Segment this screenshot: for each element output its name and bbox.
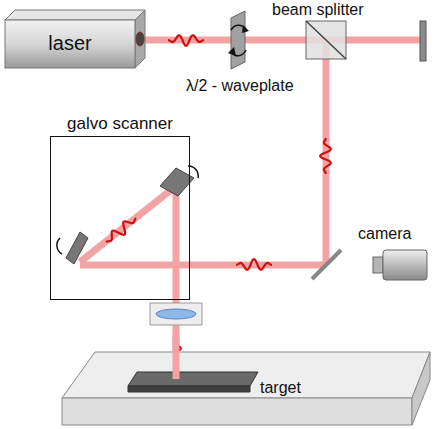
camera-symbol xyxy=(373,250,427,280)
wave-symbol xyxy=(168,35,204,46)
galvo-mirror xyxy=(160,168,194,196)
beam-splitter xyxy=(306,21,346,59)
laser-housing xyxy=(5,10,145,68)
laser-housing xyxy=(5,20,135,68)
beam-splitter xyxy=(306,21,346,59)
target-sample xyxy=(128,372,258,386)
laser-box: laser xyxy=(20,26,120,60)
lens xyxy=(150,303,202,325)
group-heading: galvo scanner xyxy=(50,114,190,134)
wave-symbol xyxy=(236,259,272,270)
lens-holder xyxy=(150,303,202,325)
laser-housing xyxy=(5,10,145,20)
stage-platform xyxy=(412,352,430,425)
mirror xyxy=(420,21,426,61)
scanner-box: galvo scanner xyxy=(50,114,190,300)
laser-beam xyxy=(173,335,180,379)
waveplate xyxy=(228,11,249,69)
waveplate xyxy=(231,11,245,69)
mirror xyxy=(312,250,341,279)
rotation-arrow xyxy=(228,47,236,56)
component-label: beam splitter xyxy=(272,0,364,19)
laser-beam xyxy=(80,40,420,384)
laser-housing xyxy=(135,10,145,68)
target-sample xyxy=(128,372,258,392)
camera-symbol xyxy=(373,257,383,273)
stage-platform xyxy=(62,352,430,398)
rotation-arrow xyxy=(57,238,62,254)
wave-symbol xyxy=(106,35,331,372)
lens xyxy=(156,309,196,319)
component-label: λ/2 - waveplate xyxy=(186,76,294,95)
scanner-frame xyxy=(50,136,190,300)
laser-aperture xyxy=(136,32,144,46)
beam-splitter xyxy=(306,21,346,59)
wave-symbol xyxy=(106,218,136,242)
wave-symbol xyxy=(320,138,331,174)
component-label: camera xyxy=(358,224,411,243)
rotation-arrow xyxy=(242,25,249,33)
laser-beam xyxy=(173,186,180,384)
component-label: laser xyxy=(20,31,120,55)
camera-symbol xyxy=(383,250,427,280)
stage-platform xyxy=(62,398,412,425)
laser-beam xyxy=(80,262,326,269)
stage-platform xyxy=(62,352,430,425)
galvo-mirror xyxy=(66,232,88,264)
component-label: target xyxy=(260,378,301,397)
target-sample xyxy=(128,386,250,392)
laser-beam xyxy=(80,186,176,262)
